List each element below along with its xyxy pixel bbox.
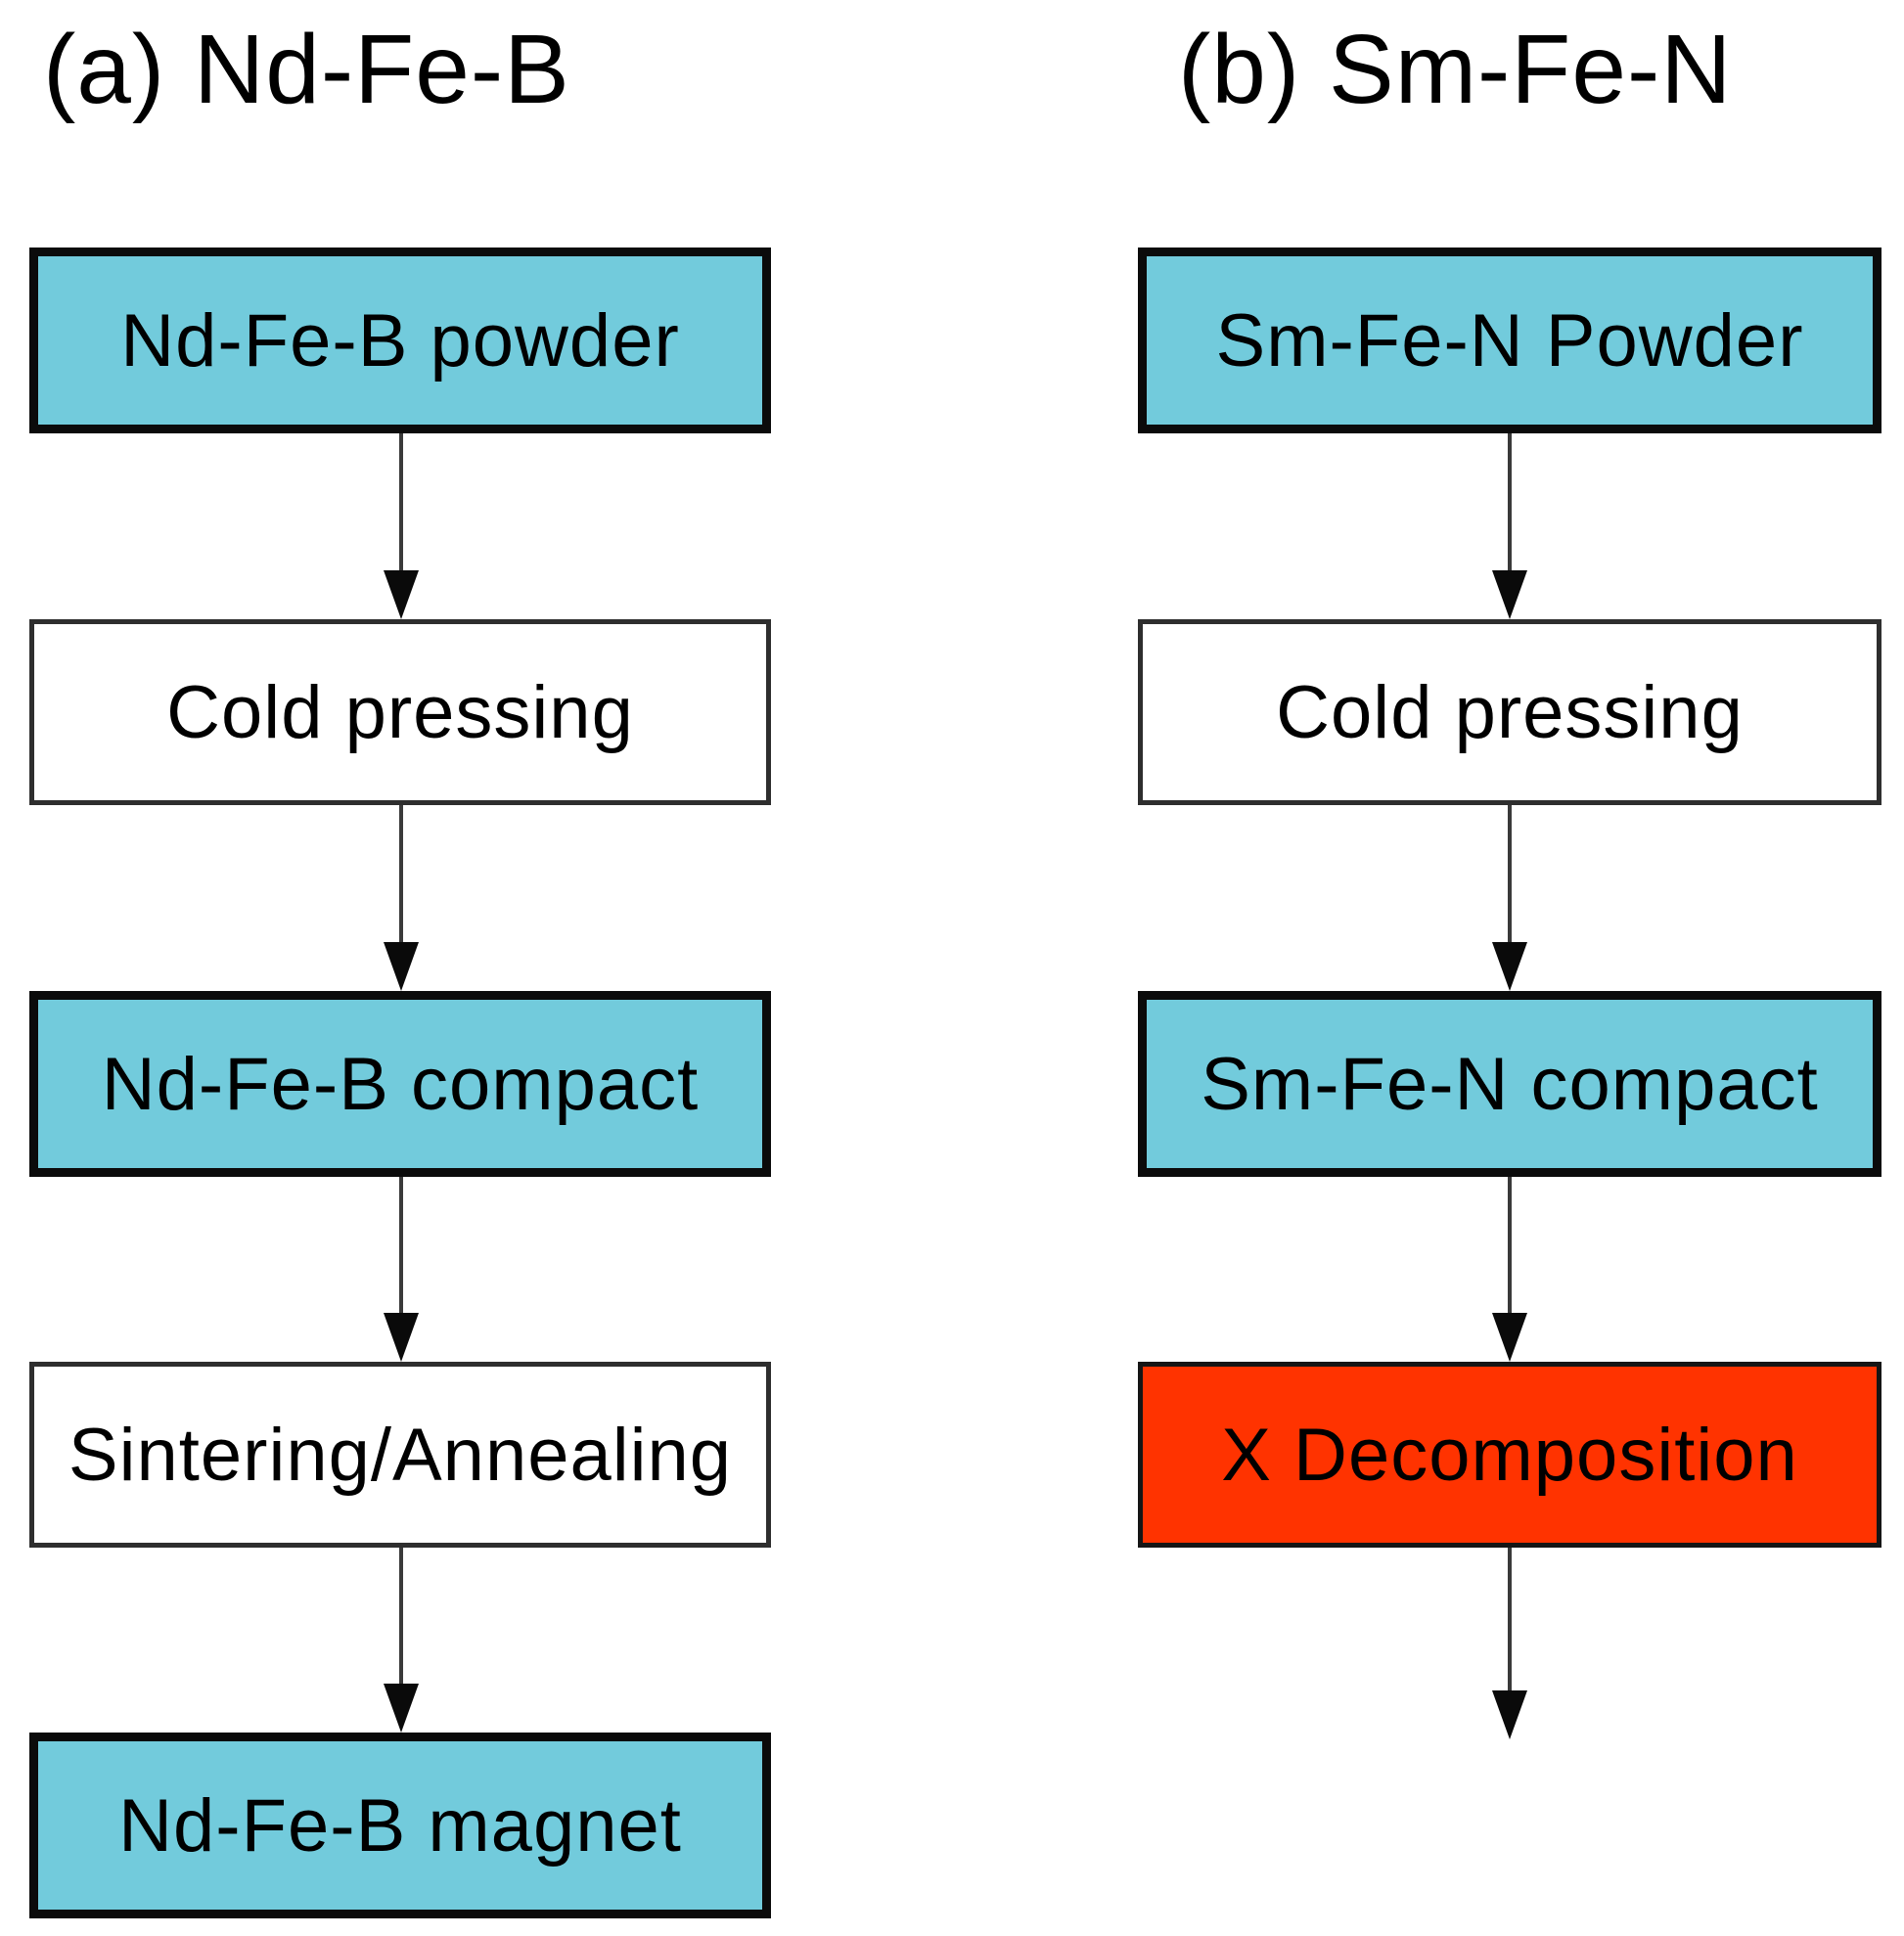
box-cold-pressing-a: Cold pressing [29, 619, 771, 805]
box-cold-pressing-b: Cold pressing [1138, 619, 1881, 805]
box-ndfeb-powder-label: Nd-Fe-B powder [120, 298, 680, 383]
box-ndfeb-compact: Nd-Fe-B compact [29, 991, 771, 1177]
box-x-decomposition-label: X Decomposition [1221, 1413, 1798, 1497]
arrow-line [1508, 1548, 1512, 1690]
arrow-down-head-icon [1492, 1690, 1527, 1739]
box-ndfeb-magnet-label: Nd-Fe-B magnet [118, 1783, 682, 1868]
box-cold-pressing-b-label: Cold pressing [1276, 670, 1744, 754]
arrow-down-head-icon [1492, 942, 1527, 991]
box-smfen-compact: Sm-Fe-N compact [1138, 991, 1881, 1177]
box-ndfeb-powder: Nd-Fe-B powder [29, 248, 771, 433]
arrow-line [1508, 1177, 1512, 1313]
arrow-down-head-icon [384, 942, 419, 991]
arrow-down-head-icon [1492, 570, 1527, 619]
box-sintering-annealing: Sintering/Annealing [29, 1362, 771, 1548]
arrow-down-head-icon [384, 1684, 419, 1733]
box-sintering-annealing-label: Sintering/Annealing [68, 1413, 733, 1497]
arrow-down-head-icon [1492, 1313, 1527, 1362]
box-cold-pressing-a-label: Cold pressing [166, 670, 634, 754]
arrow-line [1508, 433, 1512, 570]
box-x-decomposition: X Decomposition [1138, 1362, 1881, 1548]
box-ndfeb-compact-label: Nd-Fe-B compact [101, 1042, 700, 1126]
arrow-down-head-icon [384, 1313, 419, 1362]
box-ndfeb-magnet: Nd-Fe-B magnet [29, 1733, 771, 1918]
arrow-down-head-icon [384, 570, 419, 619]
arrow-line [399, 1177, 403, 1313]
arrow-line [399, 1548, 403, 1684]
box-smfen-compact-label: Sm-Fe-N compact [1201, 1042, 1819, 1126]
column-b-title: (b) Sm-Fe-N [1178, 15, 1733, 124]
box-smfen-powder: Sm-Fe-N Powder [1138, 248, 1881, 433]
arrow-line [399, 805, 403, 942]
arrow-line [1508, 805, 1512, 942]
box-smfen-powder-label: Sm-Fe-N Powder [1215, 298, 1804, 383]
column-a-title: (a) Nd-Fe-B [43, 15, 570, 124]
arrow-line [399, 433, 403, 570]
